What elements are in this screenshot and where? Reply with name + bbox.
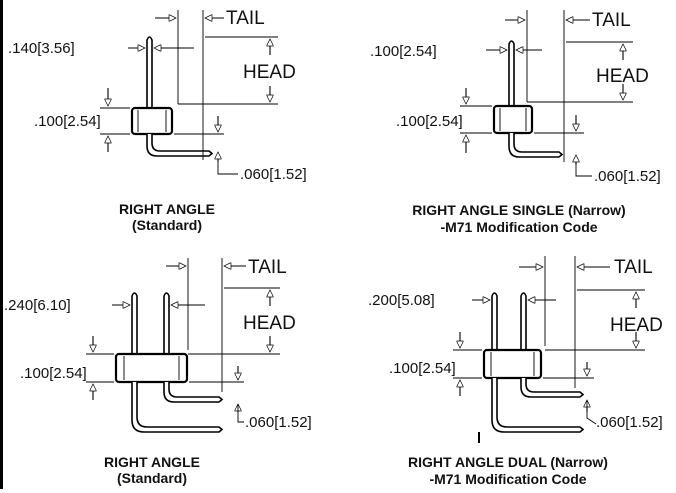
body-height-dimension: .100[2.54] bbox=[34, 113, 101, 130]
caption-line-2: (Standard) bbox=[132, 217, 202, 233]
lead-dimension: .060[1.52] bbox=[594, 168, 661, 185]
tail-label: TAIL bbox=[248, 257, 287, 278]
connector-outline bbox=[114, 292, 224, 433]
head-label: HEAD bbox=[610, 315, 663, 336]
body-height-dimension: .100[2.54] bbox=[20, 365, 87, 382]
caption-line-2: (Standard) bbox=[117, 470, 187, 486]
pitch-dimension: .140[3.56] bbox=[8, 40, 75, 57]
head-label: HEAD bbox=[596, 66, 649, 87]
head-label: HEAD bbox=[243, 313, 296, 334]
diagram-right-angle-standard-single: TAIL HEAD .140[3.56] .100[2.54] .060[1.5… bbox=[8, 8, 307, 233]
tail-label: TAIL bbox=[614, 257, 653, 278]
diagram-right-angle-standard-dual: TAIL HEAD .240[6.10] .100[2.54] .060[1.5… bbox=[4, 257, 312, 486]
diagram-right-angle-dual-narrow: TAIL HEAD .200[5.08] .100[2.54] .060[1.5… bbox=[368, 256, 663, 487]
lead-dimension: .060[1.52] bbox=[596, 414, 663, 431]
connector-outline bbox=[492, 40, 564, 158]
caption-line-2: -M71 Modification Code bbox=[429, 471, 586, 487]
lead-dimension: .060[1.52] bbox=[245, 414, 312, 431]
caption-line-1: RIGHT ANGLE bbox=[104, 454, 200, 470]
pitch-dimension: .100[2.54] bbox=[370, 43, 437, 60]
tail-label: TAIL bbox=[226, 8, 265, 29]
caption-line-1: RIGHT ANGLE SINGLE (Narrow) bbox=[412, 202, 625, 218]
pitch-dimension: .200[5.08] bbox=[368, 292, 435, 309]
connector-outline bbox=[130, 36, 214, 157]
diagram-right-angle-single-narrow: TAIL HEAD .100[2.54] .100[2.54] .060[1.5… bbox=[370, 10, 661, 235]
head-label: HEAD bbox=[243, 62, 296, 83]
dimension-lines bbox=[453, 256, 645, 443]
caption-line-2: -M71 Modification Code bbox=[440, 219, 597, 235]
body-height-dimension: .100[2.54] bbox=[389, 360, 456, 377]
sheet-border-line bbox=[0, 0, 3, 489]
caption-line-1: RIGHT ANGLE DUAL (Narrow) bbox=[408, 454, 608, 470]
dimension-lines bbox=[460, 10, 633, 177]
dimension-lines bbox=[100, 10, 278, 175]
caption-line-1: RIGHT ANGLE bbox=[119, 201, 215, 217]
pitch-dimension: .240[6.10] bbox=[4, 297, 71, 314]
tail-label: TAIL bbox=[592, 10, 631, 31]
dimension-lines bbox=[86, 258, 280, 423]
connector-outline bbox=[482, 292, 585, 433]
body-height-dimension: .100[2.54] bbox=[396, 113, 463, 130]
lead-dimension: .060[1.52] bbox=[240, 166, 307, 183]
